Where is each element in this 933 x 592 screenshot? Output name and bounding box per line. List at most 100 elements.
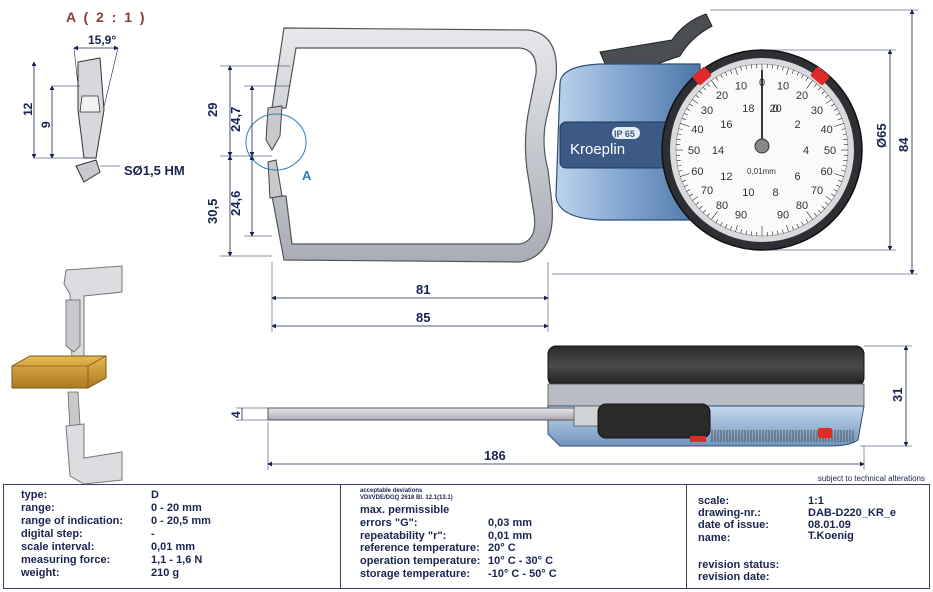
dial-inner-number: 6 xyxy=(795,171,801,183)
dial-outer-number: 80 xyxy=(716,200,728,212)
tolerance-marker-right xyxy=(810,67,830,85)
dial-tick xyxy=(843,138,848,141)
dial-outer-number: 70 xyxy=(701,185,713,197)
specs-column: type: D range: 0 - 20 mm range of indica… xyxy=(4,485,341,588)
dial-tick xyxy=(745,65,747,70)
dial-tick xyxy=(678,128,683,130)
dim-85: 85 xyxy=(416,310,430,325)
dial-tick xyxy=(834,173,844,177)
indication-value: 0 - 20,5 mm xyxy=(151,515,211,527)
force-value: 1,1 - 1,6 N xyxy=(151,554,203,566)
dial-tick xyxy=(777,230,779,235)
dial-tick xyxy=(817,209,822,213)
drawing-canvas: A ( 2 : 1 ) 15,9° 12 9 SØ1,5 HM xyxy=(11,9,918,485)
front-view: A Kroeplin IP 65 90807060504030201001020… xyxy=(205,9,918,332)
technical-drawing: A ( 2 : 1 ) 15,9° 12 9 SØ1,5 HM xyxy=(11,9,918,485)
weight-value: 210 g xyxy=(151,567,180,579)
dim-dia65: Ø65 xyxy=(874,123,889,148)
dial-tick xyxy=(786,225,789,232)
dial-tick xyxy=(676,138,681,141)
dial-tick xyxy=(711,80,718,89)
dial-outer-number: 70 xyxy=(811,185,823,197)
dial-outer-number: 10 xyxy=(777,80,789,92)
indication-label: range of indication: xyxy=(21,515,124,527)
dial-tick xyxy=(836,113,840,116)
dial-tick xyxy=(684,184,688,187)
dial-inner-number: 8 xyxy=(773,187,779,199)
dial-outer-number: 90 xyxy=(735,210,747,222)
dial-outer-number: 40 xyxy=(691,124,703,136)
ip-label: IP 65 xyxy=(614,129,635,139)
range-label: range: xyxy=(21,502,55,514)
rev-date-label: revision date: xyxy=(698,571,770,583)
name-value: T.Koenig xyxy=(808,530,854,542)
digital-value: - xyxy=(151,528,155,540)
footnote: subject to technical alterations xyxy=(817,474,925,483)
dial-tick xyxy=(680,173,690,177)
dial-tick xyxy=(681,118,686,121)
deviations-header2: VDI/VDE/DGQ 2618 Bl. 12.1(13.1) xyxy=(360,495,453,501)
nr-value: DAB-D220_KR_e xyxy=(808,507,897,519)
dial-outer-number: 50 xyxy=(688,145,700,157)
date-label: date of issue: xyxy=(698,519,769,531)
dial-tick xyxy=(699,90,703,95)
dim-4: 4 xyxy=(229,411,243,418)
dial-tick xyxy=(771,64,774,69)
storetemp-label: storage temperature: xyxy=(360,568,471,580)
dim-186: 186 xyxy=(484,448,506,463)
dim-29: 29 xyxy=(205,103,220,117)
deviations-header1: acceptable deviations xyxy=(360,488,423,494)
dial-tick xyxy=(833,189,838,192)
dial-inner-number: 0 xyxy=(773,103,779,115)
dial-tick xyxy=(842,165,847,167)
dial-inner-number: 18 xyxy=(742,103,754,115)
dial-inner-number: 2 xyxy=(795,119,801,131)
dial-tick xyxy=(740,229,742,234)
detail-dim-12: 12 xyxy=(21,102,35,116)
dial-tick xyxy=(801,74,804,79)
dial-tick xyxy=(786,68,789,75)
max-label: max. permissible xyxy=(360,504,450,516)
dial-outer-number: 20 xyxy=(796,90,808,102)
brand-name: Kroeplin xyxy=(570,141,625,158)
dial-inner-number: 4 xyxy=(803,145,809,157)
dial-tick xyxy=(730,69,733,74)
reftemp-value: 20° C xyxy=(488,542,516,554)
dial-tick xyxy=(796,224,799,228)
detail-tip: SØ1,5 HM xyxy=(124,163,185,178)
dial-tick xyxy=(689,103,693,107)
dial-tick xyxy=(695,202,700,206)
dial-outer-number: 40 xyxy=(821,124,833,136)
dim-31: 31 xyxy=(890,388,905,402)
dial-inner-number: 10 xyxy=(742,187,754,199)
dial-tick xyxy=(838,179,843,182)
dial-tick xyxy=(677,165,682,167)
repeat-label: repeatability "r": xyxy=(360,530,447,542)
dial-tick xyxy=(730,226,733,231)
dial-outer-number: 60 xyxy=(691,166,703,178)
dial-inner-number: 12 xyxy=(720,171,732,183)
dial-tick xyxy=(806,211,813,220)
dial-tick xyxy=(684,113,688,116)
dial-tick xyxy=(689,193,693,197)
force-label: measuring force: xyxy=(21,554,111,566)
rev-status-label: revision status: xyxy=(698,559,780,571)
dial-tick xyxy=(782,66,784,71)
detail-angle: 15,9° xyxy=(88,33,116,47)
dial-tick xyxy=(706,83,710,88)
dial-tick xyxy=(833,108,838,111)
dial-tick xyxy=(825,99,832,104)
dial-tick xyxy=(725,224,728,228)
side-view: 4 31 186 xyxy=(229,345,912,470)
dial-tick xyxy=(814,83,818,88)
reftemp-label: reference temperature: xyxy=(360,542,480,554)
workpiece xyxy=(11,355,107,389)
dial-outer-number: 90 xyxy=(777,210,789,222)
detail-dim-9: 9 xyxy=(39,121,53,128)
dial-tick xyxy=(821,205,825,210)
nr-label: drawing-nr.: xyxy=(698,507,761,519)
dial-tick xyxy=(838,118,843,121)
dial-tick xyxy=(720,221,723,226)
dial-tick xyxy=(825,196,832,201)
dim-30-5: 30,5 xyxy=(205,199,220,224)
